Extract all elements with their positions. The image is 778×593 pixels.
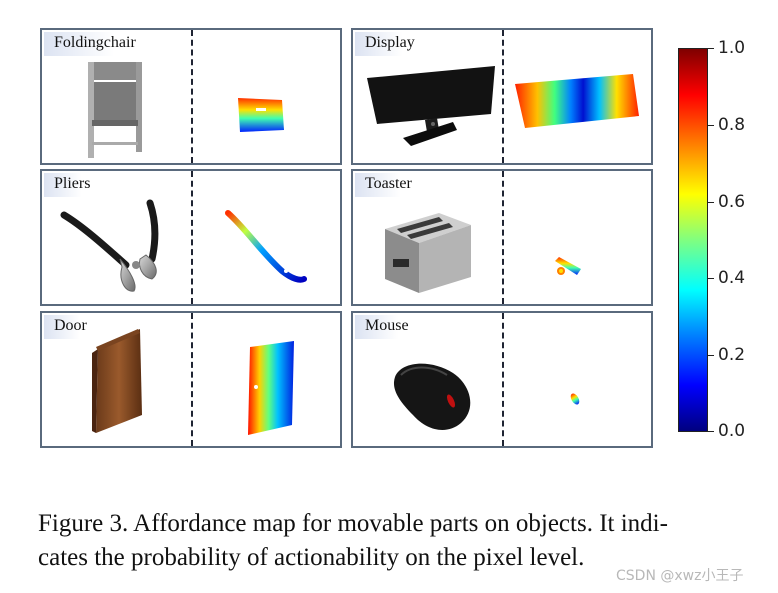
panel-label: Door <box>44 315 95 339</box>
panel-toaster: Toaster <box>351 169 653 306</box>
door-affordance-map <box>248 341 294 435</box>
colorbar-tick <box>708 355 714 356</box>
watermark: CSDN @xwz小王子 <box>616 568 744 584</box>
figure-caption: Figure 3. Affordance map for movable par… <box>38 507 746 575</box>
colorbar-tick-label: 0.2 <box>718 345 746 365</box>
pliers-affordance-map <box>225 210 307 283</box>
foldingchair-affordance-map <box>238 98 284 132</box>
colorbar-tick <box>708 202 714 203</box>
mouse-affordance-map <box>570 393 580 405</box>
mouse-object <box>393 363 471 430</box>
panel-door: Door <box>40 311 342 448</box>
panel-pliers: Pliers <box>40 169 342 306</box>
panel-label: Display <box>355 32 423 56</box>
door-object <box>92 329 142 433</box>
panel-divider <box>191 171 193 304</box>
panel-label: Toaster <box>355 173 420 197</box>
panel-divider <box>191 313 193 446</box>
caption-line: cates the probability of actionability o… <box>38 544 585 571</box>
panel-foldingchair: Foldingchair <box>40 28 342 165</box>
caption-line: Figure 3. Affordance map for movable par… <box>38 510 668 537</box>
foldingchair-object <box>88 62 142 158</box>
panel-mouse: Mouse <box>351 311 653 448</box>
colorbar-tick <box>708 431 714 432</box>
panel-divider <box>502 171 504 304</box>
panel-label: Foldingchair <box>44 32 144 56</box>
colorbar-tick-label: 0.4 <box>718 268 746 288</box>
colorbar-tick-label: 0.8 <box>718 115 746 135</box>
toaster-affordance-map <box>555 257 581 275</box>
colorbar-tick <box>708 278 714 279</box>
panel-display: Display <box>351 28 653 165</box>
colorbar-tick <box>708 48 714 49</box>
panel-divider <box>502 30 504 163</box>
panel-label: Mouse <box>355 315 417 339</box>
colorbar-tick-label: 1.0 <box>718 38 746 58</box>
panel-divider <box>502 313 504 446</box>
colorbar-tick-label: 0.0 <box>718 421 746 441</box>
panel-label: Pliers <box>44 173 99 197</box>
colorbar-tick-label: 0.6 <box>718 192 746 212</box>
colorbar-tick <box>708 125 714 126</box>
toaster-object <box>385 213 471 293</box>
display-affordance-map <box>515 74 639 128</box>
colorbar <box>678 48 708 432</box>
panel-divider <box>191 30 193 163</box>
figure: Foldingchair Display Pliers <box>40 28 746 448</box>
pliers-object <box>60 199 159 292</box>
display-object <box>367 66 495 146</box>
